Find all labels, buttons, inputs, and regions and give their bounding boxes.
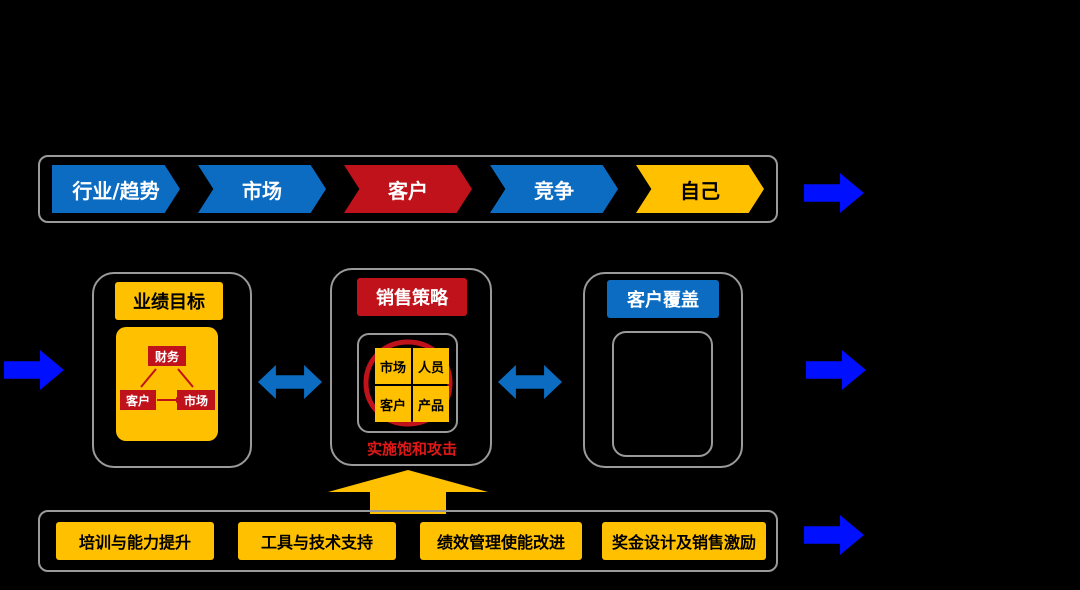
support-performance-management: 绩效管理使能改进 — [420, 522, 582, 560]
bidirectional-arrow-icon — [258, 365, 322, 399]
step-competition: 竞争 — [490, 165, 618, 213]
right-arrow-icon-3 — [804, 515, 864, 555]
support-training: 培训与能力提升 — [56, 522, 214, 560]
grid-product: 产品 — [413, 386, 449, 422]
coverage-title: 客户覆盖 — [607, 280, 719, 318]
step-market: 市场 — [198, 165, 326, 213]
up-arrow-icon — [328, 470, 488, 514]
node-finance: 财务 — [148, 346, 186, 366]
support-tools: 工具与技术支持 — [238, 522, 396, 560]
grid-market: 市场 — [375, 348, 411, 384]
coverage-panel — [583, 272, 743, 468]
triangle-connectors — [140, 368, 194, 403]
right-arrow-icon — [804, 173, 864, 213]
left-input-arrow-icon — [4, 350, 64, 390]
right-arrow-icon-2 — [806, 350, 866, 390]
strategy-panel — [330, 268, 492, 466]
bottom-support-frame — [38, 510, 778, 572]
support-incentives: 奖金设计及销售激励 — [602, 522, 766, 560]
grid-customer: 客户 — [375, 386, 411, 422]
grid-personnel: 人员 — [413, 348, 449, 384]
step-industry-trend: 行业/趋势 — [52, 165, 180, 213]
step-customer: 客户 — [344, 165, 472, 213]
coverage-content-box — [612, 331, 713, 457]
performance-title: 业绩目标 — [115, 282, 223, 320]
top-flow-frame — [38, 155, 778, 223]
step-self: 自己 — [636, 165, 764, 213]
bidirectional-arrow-icon-2 — [498, 365, 562, 399]
strategy-caption: 实施饱和攻击 — [366, 440, 457, 458]
node-customer: 客户 — [120, 390, 156, 410]
node-market: 市场 — [177, 390, 215, 410]
strategy-title: 销售策略 — [357, 278, 467, 316]
performance-panel — [92, 272, 252, 468]
strategy-inner-frame — [357, 333, 458, 433]
